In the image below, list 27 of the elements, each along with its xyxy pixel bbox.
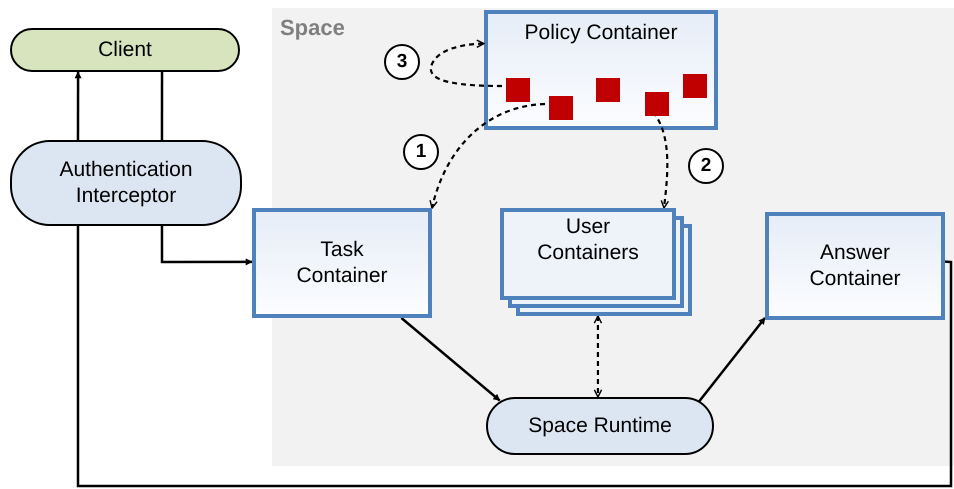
node-label: Policy Container: [524, 20, 678, 46]
arrow: [74, 71, 82, 140]
node-label: User Containers: [536, 214, 640, 266]
node-label: Client: [98, 36, 152, 63]
connector-line: [76, 226, 952, 488]
process-box: [252, 208, 432, 318]
group-title: Space: [280, 14, 345, 42]
process-box: [765, 212, 945, 320]
rounded-box: [10, 28, 240, 72]
square-marker: [645, 92, 669, 116]
arrow: [430, 102, 546, 209]
node-label: Task Container: [295, 236, 389, 289]
arrow: [400, 317, 500, 402]
arrow: [160, 226, 253, 266]
connector-line: [160, 72, 164, 140]
square-marker: [549, 96, 573, 120]
square-marker: [506, 78, 530, 102]
arrow: [430, 40, 502, 88]
square-marker: [683, 74, 707, 98]
arrow: [697, 317, 766, 404]
node-label: Answer Container: [808, 240, 902, 292]
node-label: Authentication Interceptor: [58, 156, 194, 209]
square-marker: [596, 78, 620, 102]
node-label: Space Runtime: [528, 412, 672, 439]
arrow: [594, 315, 602, 398]
stacked-box: [500, 208, 692, 316]
container-box: [484, 10, 718, 130]
